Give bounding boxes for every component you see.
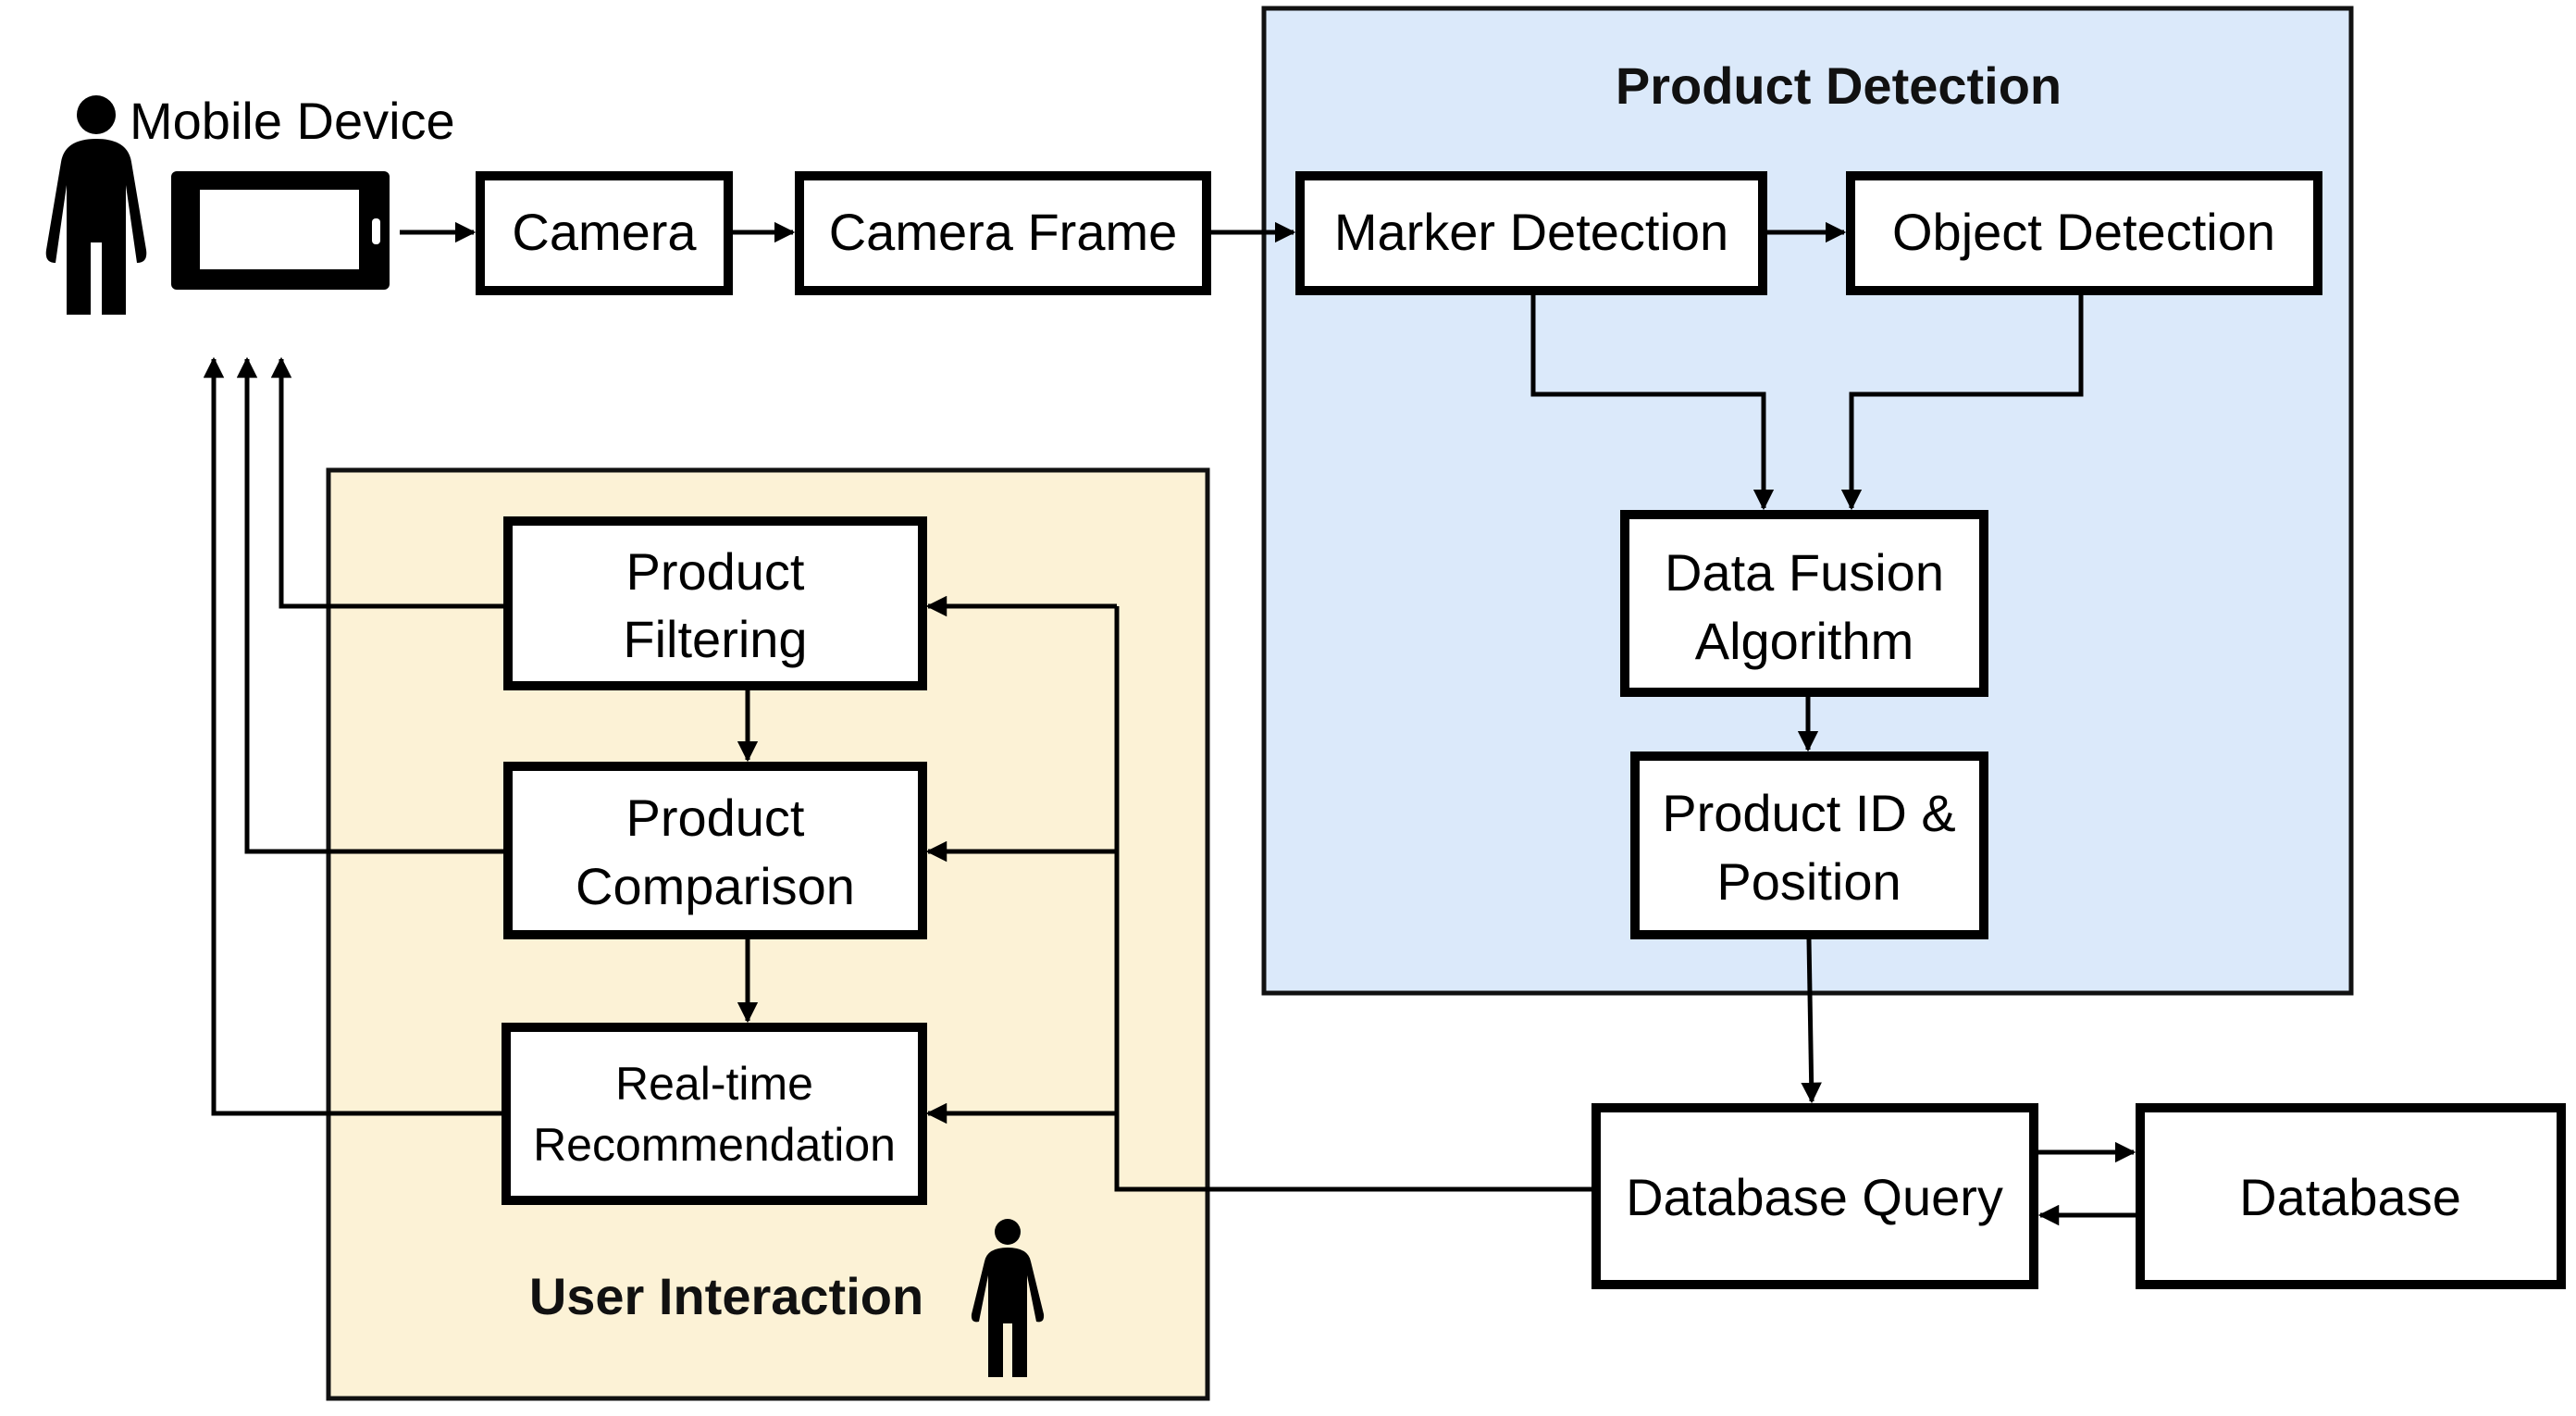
user-interaction-person-icon	[971, 1219, 1045, 1377]
product-filtering-node: Product Filtering	[503, 516, 927, 690]
marker-detection-label: Marker Detection	[1334, 203, 1728, 261]
data-fusion-label-line1: Data Fusion	[1665, 543, 1944, 602]
product-id-node: Product ID & Position	[1630, 751, 1988, 939]
camera-node: Camera	[476, 171, 733, 295]
arrow-marker-to-fusion	[1530, 295, 1775, 511]
arrow-filtering-to-device	[270, 356, 503, 609]
realtime-recommendation-label-line2: Recommendation	[533, 1119, 896, 1171]
product-detection-title: Product Detection	[1616, 56, 2062, 115]
object-detection-label: Object Detection	[1892, 203, 2275, 261]
mobile-device-label: Mobile Device	[130, 92, 455, 150]
arrow-object-to-fusion	[1840, 295, 2084, 511]
database-label: Database	[2239, 1168, 2461, 1226]
object-detection-node: Object Detection	[1846, 171, 2322, 295]
product-filtering-label-line1: Product	[626, 542, 805, 601]
arrow-recommendation-to-device	[203, 356, 502, 1116]
database-query-node: Database Query	[1591, 1103, 2038, 1289]
marker-detection-node: Marker Detection	[1295, 171, 1767, 295]
tablet-icon	[171, 171, 390, 290]
realtime-recommendation-label-line1: Real-time	[615, 1058, 813, 1110]
connectors	[203, 221, 2136, 1226]
product-comparison-label-line1: Product	[626, 789, 805, 847]
product-id-label-line2: Position	[1716, 852, 1901, 911]
database-node: Database	[2136, 1103, 2566, 1289]
arrow-productid-to-query	[1801, 938, 1822, 1104]
product-comparison-node: Product Comparison	[503, 762, 927, 939]
line-query-to-interaction-bus	[1114, 606, 1591, 1192]
product-id-label-line1: Product ID &	[1662, 784, 1955, 842]
camera-frame-node: Camera Frame	[795, 171, 1211, 295]
product-comparison-label-line2: Comparison	[576, 857, 855, 915]
product-filtering-label-line2: Filtering	[623, 610, 807, 668]
user-interaction-title: User Interaction	[529, 1267, 923, 1325]
data-fusion-label-line2: Algorithm	[1695, 612, 1914, 670]
arrow-comparison-to-device	[236, 356, 503, 854]
realtime-recommendation-node: Real-time Recommendation	[502, 1023, 927, 1205]
camera-label: Camera	[512, 203, 697, 261]
person-icon	[45, 95, 147, 315]
data-fusion-node: Data Fusion Algorithm	[1620, 510, 1988, 697]
database-query-label: Database Query	[1626, 1168, 2003, 1226]
camera-frame-label: Camera Frame	[829, 203, 1178, 261]
